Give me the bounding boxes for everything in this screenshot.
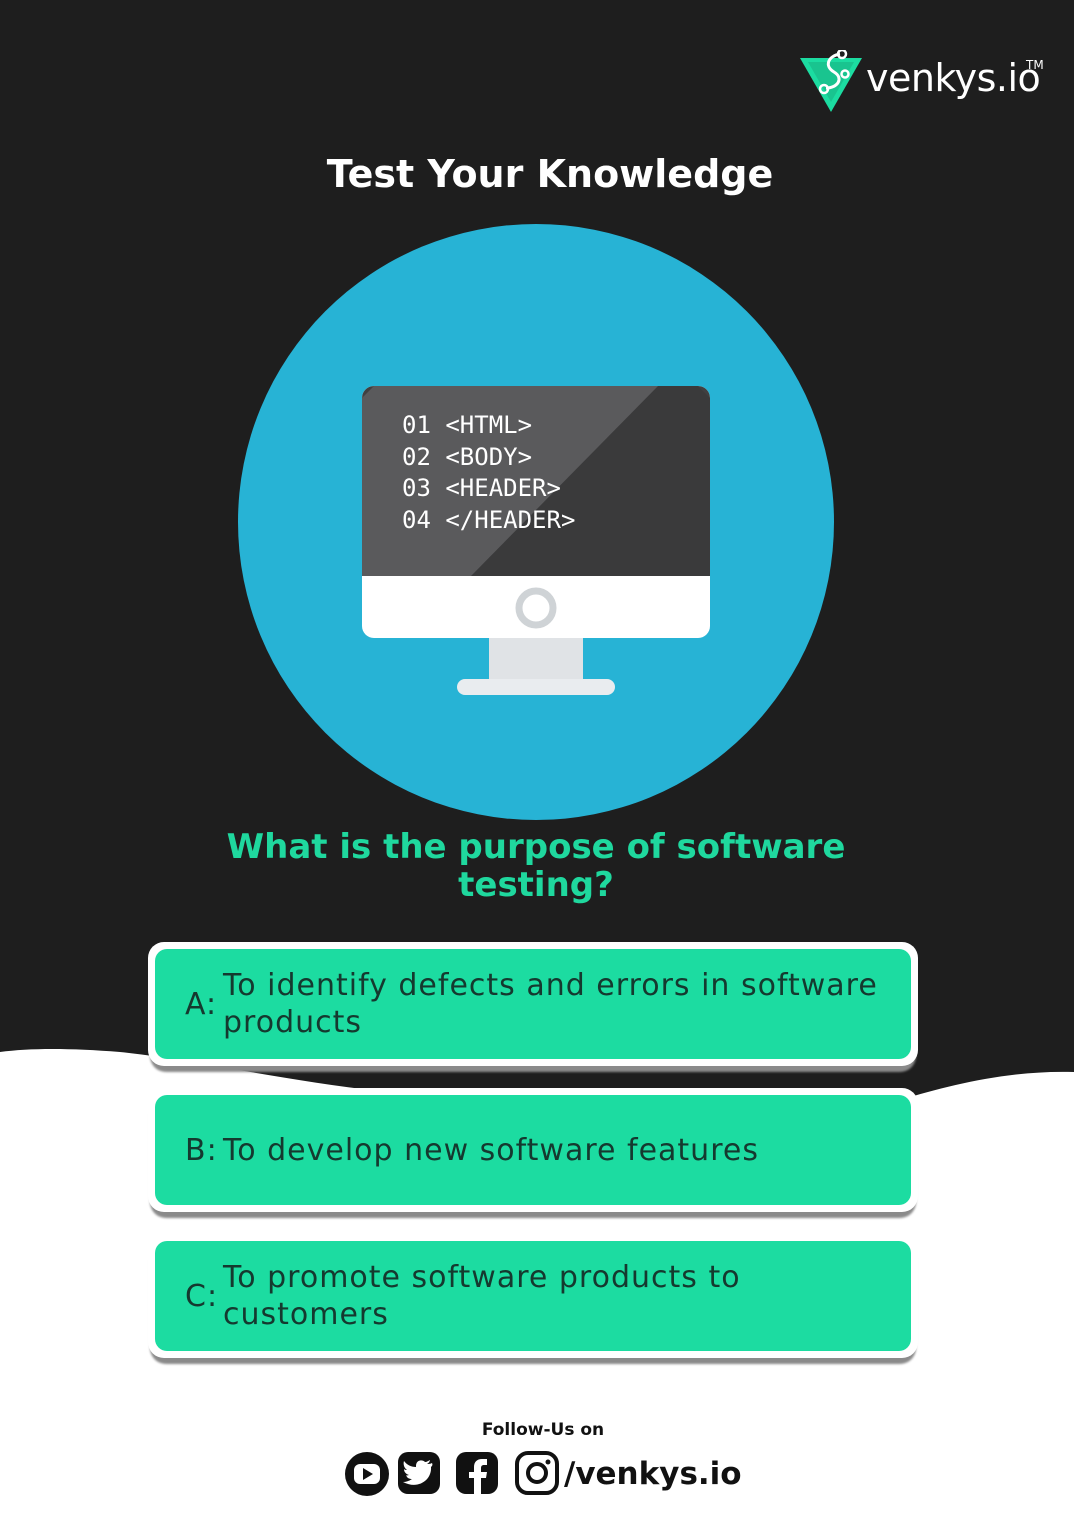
venkys-logo: [800, 50, 862, 112]
code-line: 01 <HTML>: [402, 411, 533, 439]
option-card: C: To promote software products to custo…: [148, 1234, 918, 1358]
social-handle[interactable]: /venkys.io: [564, 1456, 742, 1492]
option-c[interactable]: C: To promote software products to custo…: [148, 1234, 918, 1364]
option-card: B: To develop new software features: [148, 1088, 918, 1212]
code-line: 04 </HEADER>: [402, 505, 576, 534]
instagram-icon[interactable]: [514, 1448, 560, 1498]
option-a[interactable]: A: To identify defects and errors in sof…: [148, 942, 918, 1072]
option-text: To promote software products to customer…: [223, 1260, 741, 1332]
option-letter: C:: [185, 1278, 219, 1314]
option-b[interactable]: B: To develop new software features: [148, 1088, 918, 1218]
option-text: To develop new software features: [223, 1132, 759, 1168]
option-text: To identify defects and errors in softwa…: [223, 968, 878, 1040]
option-letter: A:: [185, 986, 218, 1022]
facebook-icon[interactable]: [454, 1448, 500, 1498]
trademark-mark: TM: [1026, 58, 1044, 72]
monitor-illustration: [238, 224, 834, 820]
follow-label: Follow-Us on: [481, 1420, 605, 1440]
youtube-icon[interactable]: [344, 1448, 390, 1498]
code-snippet: 01 <HTML> 02 <BODY> 03 <HEADER> 04 </HEADER…: [402, 410, 575, 536]
option-card: A: To identify defects and errors in sof…: [148, 942, 918, 1066]
option-body: C: To promote software products to custo…: [155, 1241, 911, 1351]
quiz-question: What is the purpose of software testing?: [226, 827, 846, 905]
code-line: 03 <HEADER>: [402, 474, 561, 502]
code-line: 02 <BODY>: [402, 442, 533, 471]
brand-name: venkys.io: [866, 56, 1041, 100]
page-title: Test Your Knowledge: [326, 152, 774, 196]
twitter-icon[interactable]: [396, 1448, 442, 1498]
social-links: [344, 1448, 744, 1500]
option-letter: B:: [185, 1132, 218, 1168]
option-body: B: To develop new software features: [155, 1095, 911, 1205]
option-body: A: To identify defects and errors in sof…: [155, 949, 911, 1059]
